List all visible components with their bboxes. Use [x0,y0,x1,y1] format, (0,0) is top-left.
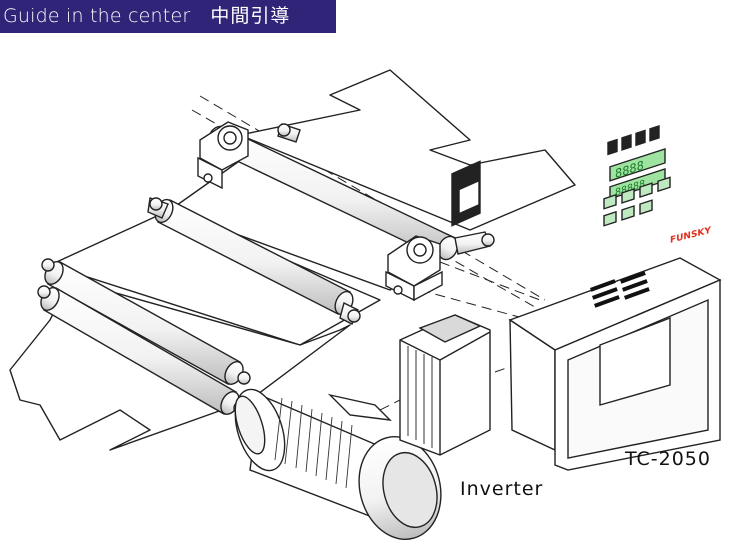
controller-led-display-1 [609,148,666,182]
motor-cooling-fins [274,397,353,489]
inverter-label: Inverter [460,478,544,500]
controller-display-panel: 8888 88888 [599,124,671,406]
roller-lower-1 [41,258,251,385]
controller-vents [590,271,650,308]
controller-label: TC-2050 [625,448,711,470]
inverter-display [459,181,479,213]
inverter-unit [399,160,491,456]
roller-lower-2 [37,285,247,415]
banner-title-en: Guide in the center [3,5,191,27]
tc2050-controller: 8888 88888 FUNSKY [508,124,722,471]
bearing-housing-left [197,121,249,190]
inverter-heatsink-fins [407,346,433,448]
bearing-housings [197,121,443,302]
controller-keypad [603,176,671,227]
header-banner: Guide in the center 中間引導 [0,0,336,33]
motor [234,388,442,540]
bearing-housing-right [385,235,443,302]
controller-brand-logo: FUNSKY [670,226,711,246]
rollers [37,123,495,415]
controller-led-display-2 [609,168,666,200]
banner-title-zh: 中間引導 [210,5,291,27]
roller-middle [147,197,361,325]
